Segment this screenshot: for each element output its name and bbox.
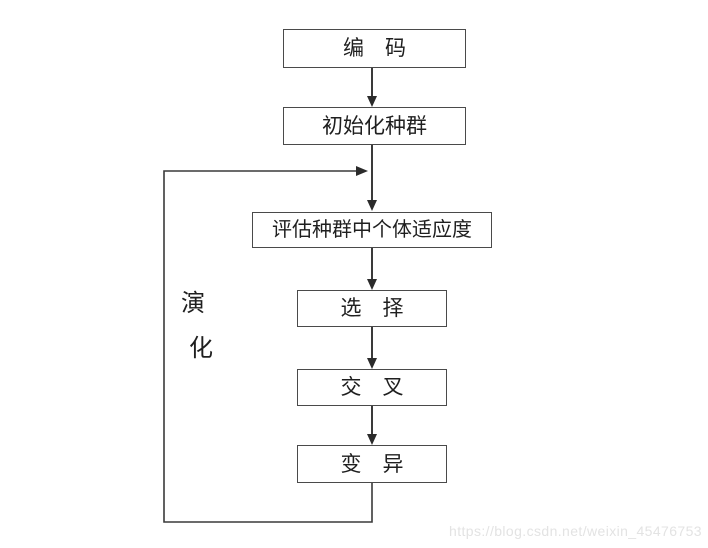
loop-label-char-yan: 演 xyxy=(181,290,205,317)
node-selection: 选 择 xyxy=(297,290,447,327)
node-mutation: 变 异 xyxy=(297,445,447,483)
edge-encode-to-init xyxy=(367,68,377,107)
loop-label-evolution: 演 化 xyxy=(181,290,213,363)
loop-label-char-hua: 化 xyxy=(189,335,213,363)
edge-evaluate-to-selection xyxy=(367,248,377,290)
edge-selection-to-crossover xyxy=(367,327,377,369)
node-evaluate-fitness: 评估种群中个体适应度 xyxy=(252,212,492,248)
edge-loop-back xyxy=(163,166,373,523)
node-crossover: 交 叉 xyxy=(297,369,447,406)
edge-crossover-to-mutation xyxy=(367,406,377,445)
watermark-url: https://blog.csdn.net/weixin_45476753 xyxy=(449,523,702,539)
edge-init-to-evaluate xyxy=(367,145,377,211)
node-init-population: 初始化种群 xyxy=(283,107,466,145)
node-encode: 编 码 xyxy=(283,29,466,68)
